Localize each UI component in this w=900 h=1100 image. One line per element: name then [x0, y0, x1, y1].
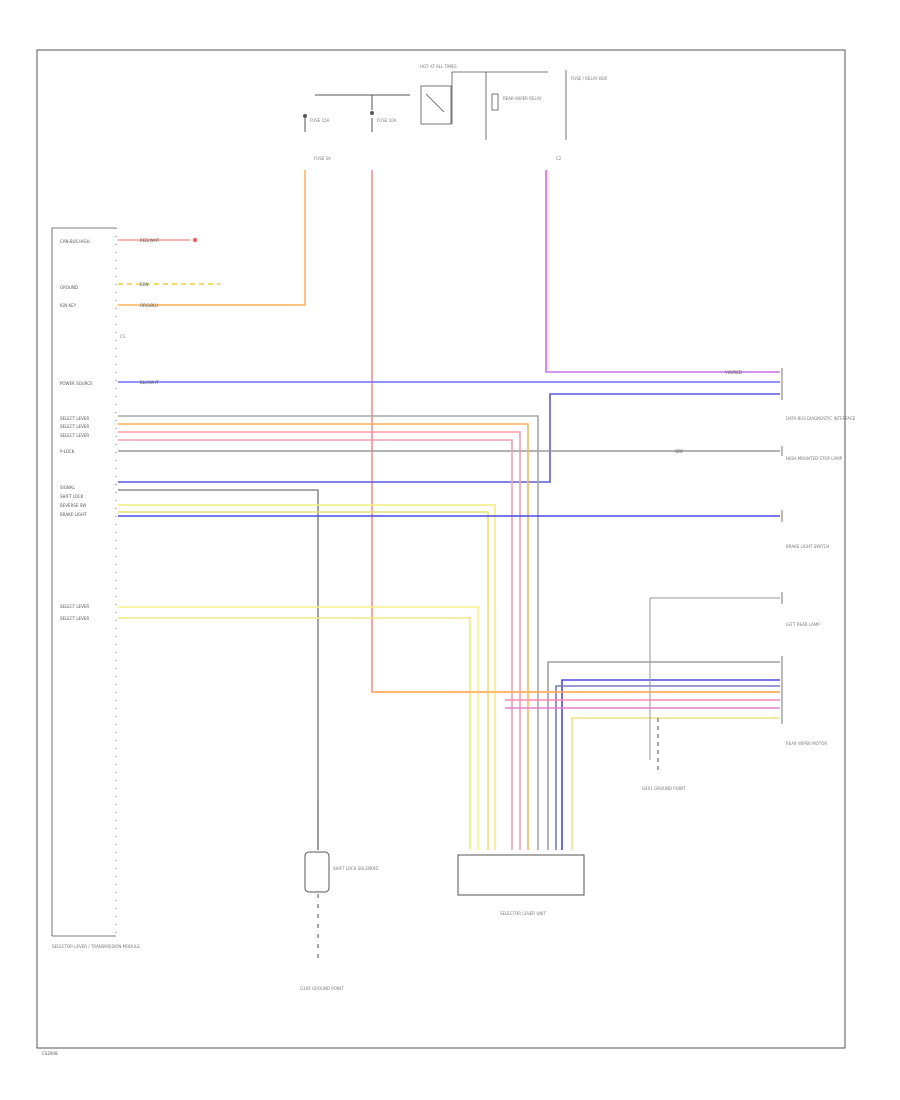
wire-label-violet: VIO/RED	[725, 370, 742, 375]
wire-color-labels: RED/WHT ORG/BLU BRN BLU/WHT VIO/RED GRY	[140, 238, 742, 454]
pin-label-ign-key: IGN KEY	[60, 303, 77, 308]
right-components: DATA BUS DIAGNOSTIC INTERFACE HIGH MOUNT…	[781, 368, 856, 746]
pin-label-brake-light: BRAKE LIGHT	[60, 512, 87, 517]
footer-code: CS2948	[42, 1051, 58, 1056]
pin-label-canbus-high: CAN-BUS HIGH	[60, 239, 90, 244]
fuse-box-label: FUSE / RELAY BOX	[571, 76, 608, 81]
ground-right-label: G401 GROUND POINT	[642, 786, 686, 791]
diagram-border	[36, 49, 846, 1049]
relay-label: REAR WIPER RELAY	[503, 96, 542, 101]
fuse-connector-label: C2	[556, 156, 562, 161]
pin-label-shift-lock: SHIFT LOCK	[60, 494, 84, 499]
selector-lever-unit: SELECTOR LEVER UNIT	[457, 854, 585, 916]
wire-label-yellow: BRN	[140, 282, 149, 287]
left-rear-lamp-label: LEFT REAR LAMP	[786, 622, 820, 627]
rear-wiper-motor-label: REAR WIPER MOTOR	[786, 741, 827, 746]
high-mount-stop-lamp-label: HIGH MOUNTED STOP LAMP	[786, 456, 843, 461]
pin-label-signal: SIGNAL	[60, 485, 76, 490]
wire-label-blue: BLU/WHT	[140, 380, 159, 385]
fuse-label-3: FUSE 5A	[314, 156, 331, 161]
module-name: SELECTOR LEVER / TRANSMISSION MODULE	[52, 944, 140, 949]
pin-label-select-lever-4: SELECT LEVER	[60, 604, 89, 609]
module-block: SELECTOR LEVER / TRANSMISSION MODULE C1	[51, 227, 140, 949]
fuse-label-1: FUSE 15A	[310, 118, 330, 123]
module-connector-id: C1	[120, 334, 126, 339]
pin-label-select-lever-5: SELECT LEVER	[60, 616, 89, 621]
fuse-block: FUSE 15A FUSE 10A FUSE 5A HOT AT ALL TIM…	[303, 64, 608, 161]
pin-label-select-lever-2: SELECT LEVER	[60, 424, 89, 429]
pin-label-ground: GROUND	[60, 285, 78, 290]
wire-label-orange: ORG/BLU	[140, 303, 158, 308]
shift-lock-label: SHIFT LOCK SOLENOID	[333, 866, 378, 871]
ground-left-label: G104 GROUND POINT	[300, 986, 344, 991]
pin-label-reverse-sw: REVERSE SW	[60, 503, 86, 508]
pin-label-select-lever-1: SELECT LEVER	[60, 416, 89, 421]
data-bus-interface-label: DATA BUS DIAGNOSTIC INTERFACE	[786, 416, 856, 421]
hot-at-all-times-label: HOT AT ALL TIMES	[420, 64, 457, 69]
wire-label-red: RED/WHT	[140, 238, 160, 243]
ground-right: G401 GROUND POINT	[642, 718, 686, 791]
selector-unit-label: SELECTOR LEVER UNIT	[500, 911, 546, 916]
pin-label-select-lever-3: SELECT LEVER	[60, 433, 89, 438]
wires	[118, 170, 780, 850]
wire-label-gray: GRY	[675, 449, 684, 454]
pin-label-power-source: POWER SOURCE	[60, 381, 93, 386]
rear-wiper-relay	[420, 85, 452, 125]
pin-label-p-lock: P-LOCK	[60, 449, 75, 454]
module-pin-labels: CAN-BUS HIGH GROUND IGN KEY POWER SOURCE…	[60, 239, 93, 621]
brake-light-switch-label: BRAKE LIGHT SWITCH	[786, 544, 829, 549]
shift-lock-solenoid: SHIFT LOCK SOLENOID G104 GROUND POINT	[300, 800, 378, 991]
fuse-label-2: FUSE 10A	[377, 118, 397, 123]
